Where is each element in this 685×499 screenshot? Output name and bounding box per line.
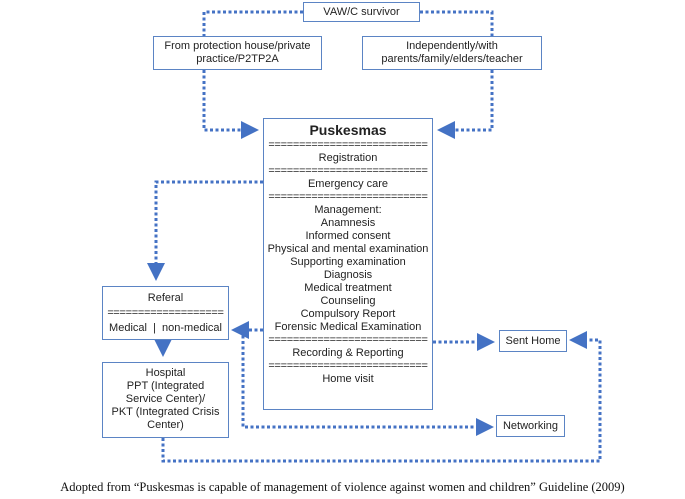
survivor-label: VAW/C survivor [323, 6, 400, 18]
survivor-box: VAW/C survivor [303, 2, 420, 22]
arrow-puskesmas-to-referal [147, 180, 263, 281]
hospital-line-4: PKT (Integrated Crisis [111, 406, 220, 418]
management-line: Management: [314, 204, 382, 216]
referal-title: Referal [147, 292, 184, 304]
referal-separator: =================== [107, 307, 224, 319]
management-line: Forensic Medical Examination [274, 321, 422, 333]
puskesmas-box: Puskesmas ========================== Reg… [263, 118, 433, 410]
home-visit-label: Home visit [322, 373, 374, 385]
independent-line-1: Independently/with [406, 40, 498, 52]
puskesmas-separator: ========================== [268, 360, 428, 372]
management-line: Supporting examination [290, 256, 406, 268]
protection-line-1: From protection house/private [164, 40, 311, 52]
hospital-line-1: Hospital [145, 367, 186, 379]
management-line: Physical and mental examination [267, 243, 429, 255]
recording-label: Recording & Reporting [292, 347, 404, 359]
puskesmas-separator: ========================== [268, 139, 428, 151]
hospital-box: Hospital PPT (Integrated Service Center)… [102, 362, 229, 438]
protection-line-2: practice/P2TP2A [196, 53, 279, 65]
puskesmas-separator: ========================== [268, 165, 428, 177]
hospital-line-2: PPT (Integrated [126, 380, 205, 392]
management-line: Anamnesis [320, 217, 376, 229]
arrow-hospital-to-sent-home [161, 331, 602, 463]
management-line: Informed consent [305, 230, 391, 242]
networking-label: Networking [502, 420, 559, 432]
puskesmas-separator: ========================== [268, 191, 428, 203]
networking-box: Networking [496, 415, 565, 437]
independent-box: Independently/with parents/family/elders… [362, 36, 542, 70]
figure-caption: Adopted from “Puskesmas is capable of ma… [60, 480, 625, 494]
independent-line-2: parents/family/elders/teacher [381, 53, 523, 65]
hospital-line-5: Center) [147, 419, 184, 431]
emergency-label: Emergency care [307, 178, 389, 190]
management-line: Medical treatment [304, 282, 392, 294]
puskesmas-title: Puskesmas [309, 122, 387, 138]
management-line: Diagnosis [323, 269, 373, 281]
arrow-survivor-to-independent [420, 10, 494, 36]
registration-label: Registration [318, 152, 378, 164]
puskesmas-separator: ========================== [268, 334, 428, 346]
sent-home-label: Sent Home [505, 335, 561, 347]
arrow-independent-to-puskesmas [437, 70, 494, 139]
management-line: Compulsory Report [300, 308, 396, 320]
management-line: Counseling [320, 295, 376, 307]
referal-box: Referal =================== Medical | no… [102, 286, 229, 340]
protection-box: From protection house/private practice/P… [153, 36, 322, 70]
referal-options: Medical | non-medical [109, 322, 222, 334]
hospital-line-3: Service Center)/ [125, 393, 206, 405]
arrow-survivor-to-protection [202, 10, 303, 36]
arrow-protection-to-puskesmas [202, 70, 259, 139]
sent-home-box: Sent Home [499, 330, 567, 352]
